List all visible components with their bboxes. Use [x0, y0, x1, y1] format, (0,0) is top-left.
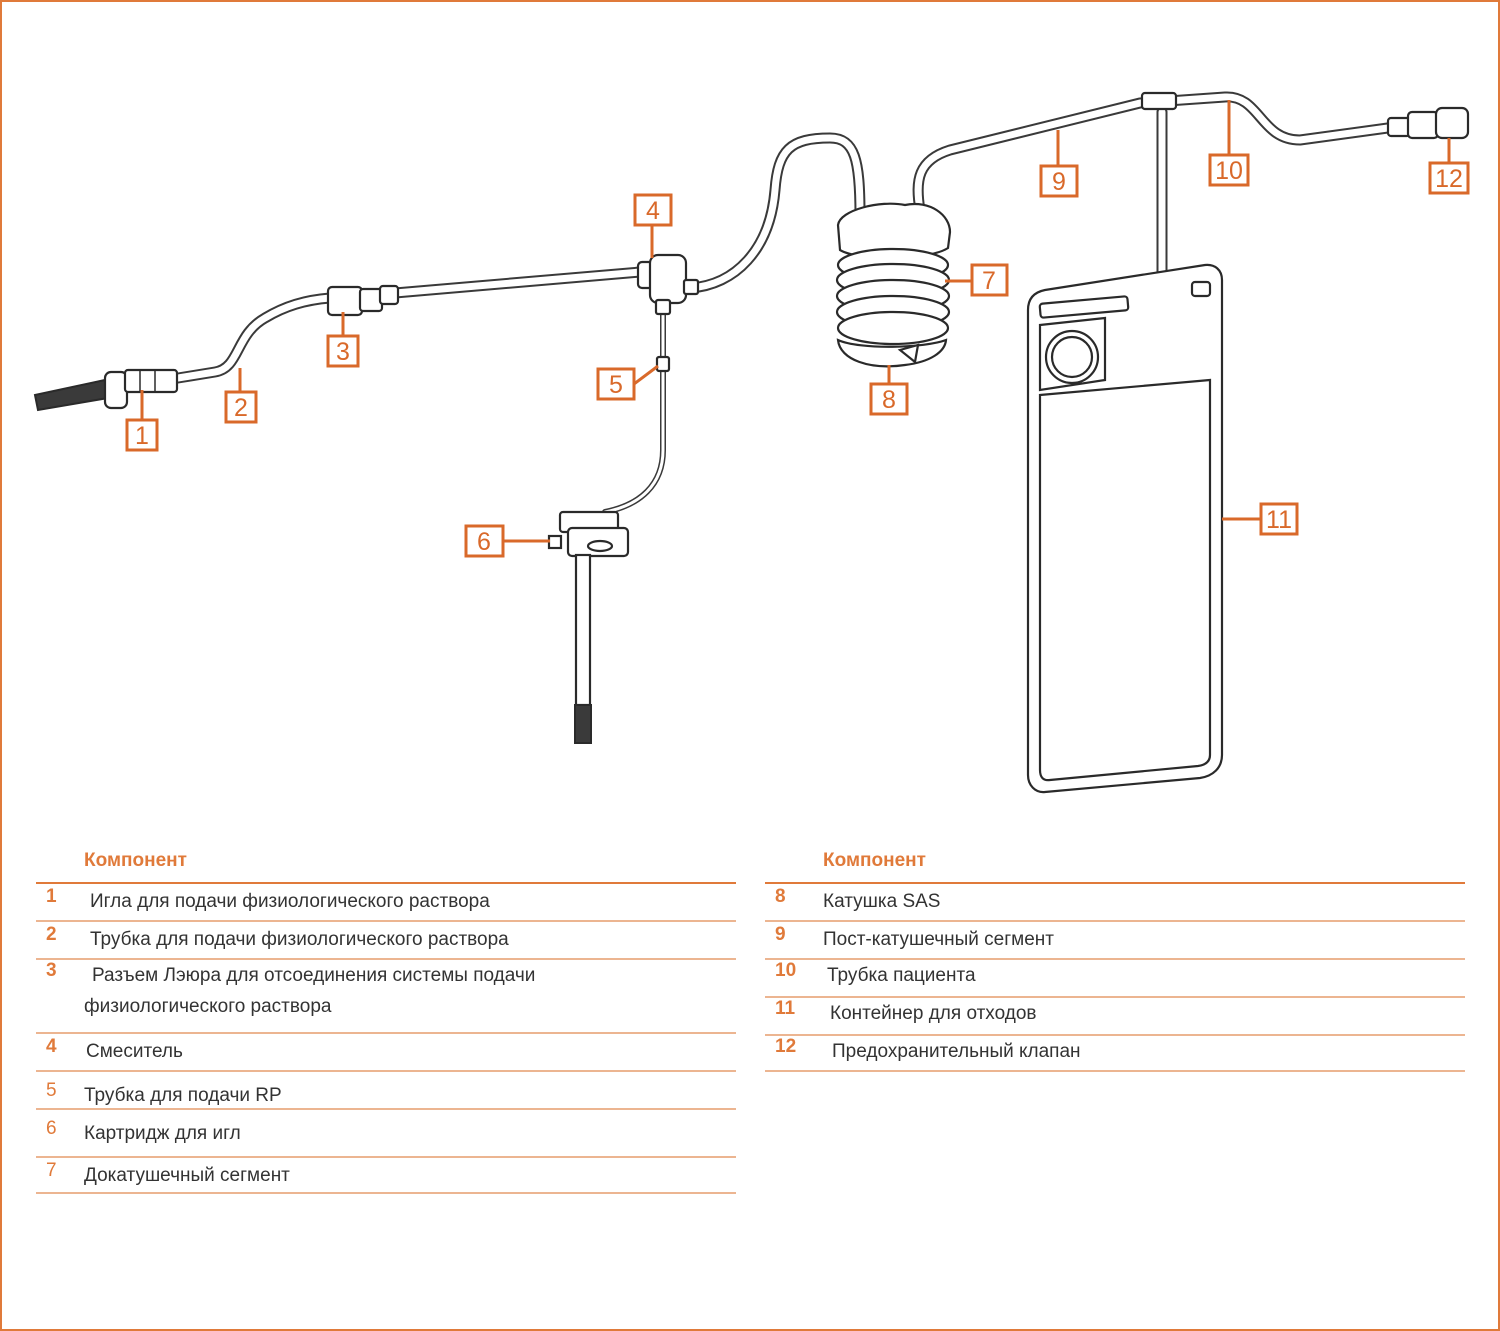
svg-text:6: 6 [477, 528, 491, 556]
legend-row-number: 7 [46, 1160, 57, 1181]
legend-row-8: 8 Катушка SAS [765, 884, 1465, 922]
svg-text:10: 10 [1215, 157, 1243, 185]
callout-11: 11 [1259, 502, 1299, 536]
mixer [636, 253, 700, 316]
svg-text:7: 7 [982, 267, 996, 295]
legend-row-text: Трубка для подачи физиологического раств… [90, 929, 509, 950]
callout-9: 9 [1039, 164, 1079, 198]
legend-row-1: 1 Игла для подачи физиологического раств… [36, 884, 736, 922]
legend-row-number: 9 [775, 924, 786, 945]
legend-row-number: 5 [46, 1080, 57, 1101]
svg-text:12: 12 [1435, 165, 1463, 193]
legend-row-6: 6 Картридж для игл [36, 1110, 736, 1158]
legend-row-text: Игла для подачи физиологического раствор… [90, 891, 490, 912]
legend-row-number: 3 [46, 960, 57, 981]
legend-row-number: 4 [46, 1036, 57, 1057]
tubing-system-diagram: 1 2 3 4 5 6 7 8 9 10 11 12 [33, 91, 1470, 794]
legend-row-number: 12 [775, 1036, 797, 1057]
legend-row-text: Разъем Лэюра для отсоединения системы по… [92, 965, 536, 986]
legend-row-number: 8 [775, 886, 786, 907]
rp-line-connector [655, 355, 671, 373]
legend-row-text: Картридж для игл [84, 1123, 241, 1144]
legend-row-number: 11 [775, 998, 796, 1019]
svg-text:9: 9 [1052, 168, 1066, 196]
legend-row-number: 2 [46, 924, 57, 945]
y-connector [1140, 91, 1178, 111]
legend-right-header: Компонент [823, 850, 926, 871]
legend-row-text: Предохранительный клапан [832, 1041, 1081, 1062]
leader-lines [140, 100, 1451, 543]
legend-row-number: 1 [46, 886, 57, 907]
legend-row-11: 11 Контейнер для отходов [765, 998, 1465, 1036]
svg-text:11: 11 [1266, 506, 1292, 534]
svg-text:8: 8 [882, 386, 896, 414]
legend-row-text: Трубка пациента [827, 965, 976, 986]
sas-coil [835, 202, 952, 368]
legend-row-number: 10 [775, 960, 797, 981]
svg-text:4: 4 [646, 197, 660, 225]
rp-tubing [602, 307, 666, 515]
svg-text:1: 1 [135, 422, 149, 450]
callout-4: 4 [633, 193, 673, 227]
safety-valve [1386, 106, 1470, 140]
legend-row-text: Контейнер для отходов [830, 1003, 1037, 1024]
callout-5: 5 [596, 367, 636, 401]
legend-row-text: Трубка для подачи RP [84, 1085, 282, 1106]
svg-text:3: 3 [336, 338, 350, 366]
pre-coil-tubing [684, 132, 866, 294]
legend-row-4: 4 Смеситель [36, 1034, 736, 1072]
legend-row-10: 10 Трубка пациента [765, 960, 1465, 998]
callout-1: 1 [125, 418, 159, 452]
callout-2: 2 [224, 390, 258, 424]
legend-row-number: 6 [46, 1118, 57, 1139]
legend-row-2: 2 Трубка для подачи физиологического рас… [36, 922, 736, 960]
legend-right-top-rule [765, 882, 1465, 884]
legend-row-3: 3 Разъем Лэюра для отсоединения системы … [36, 960, 736, 1034]
callout-8: 8 [869, 382, 909, 416]
waste-container [1026, 263, 1224, 794]
legend-row-12: 12 Предохранительный клапан [765, 1036, 1465, 1072]
svg-text:5: 5 [609, 371, 623, 399]
legend-row-text: Пост-катушечный сегмент [823, 929, 1054, 950]
legend-row-text-continued: физиологического раствора [84, 996, 332, 1017]
legend-left-header: Компонент [84, 850, 187, 871]
callout-7: 7 [970, 263, 1009, 297]
legend-row-text: Катушка SAS [823, 891, 941, 912]
callout-6: 6 [464, 524, 505, 558]
needle-cartridge [547, 510, 630, 744]
legend-row-9: 9 Пост-катушечный сегмент [765, 922, 1465, 960]
saline-spike-needle [33, 368, 179, 412]
legend-row-text: Смеситель [86, 1041, 183, 1062]
legend-row-text: Докатушечный сегмент [84, 1165, 290, 1186]
callout-3: 3 [326, 334, 360, 368]
callout-10: 10 [1208, 153, 1250, 187]
svg-text:2: 2 [234, 394, 248, 422]
luer-connector [326, 284, 400, 317]
callout-12: 12 [1428, 161, 1470, 195]
legend-row-5: 5 Трубка для подачи RP [36, 1072, 736, 1110]
legend-row-7: 7 Докатушечный сегмент [36, 1158, 736, 1194]
saline-tubing [172, 266, 646, 384]
legend-left-top-rule [36, 882, 736, 884]
